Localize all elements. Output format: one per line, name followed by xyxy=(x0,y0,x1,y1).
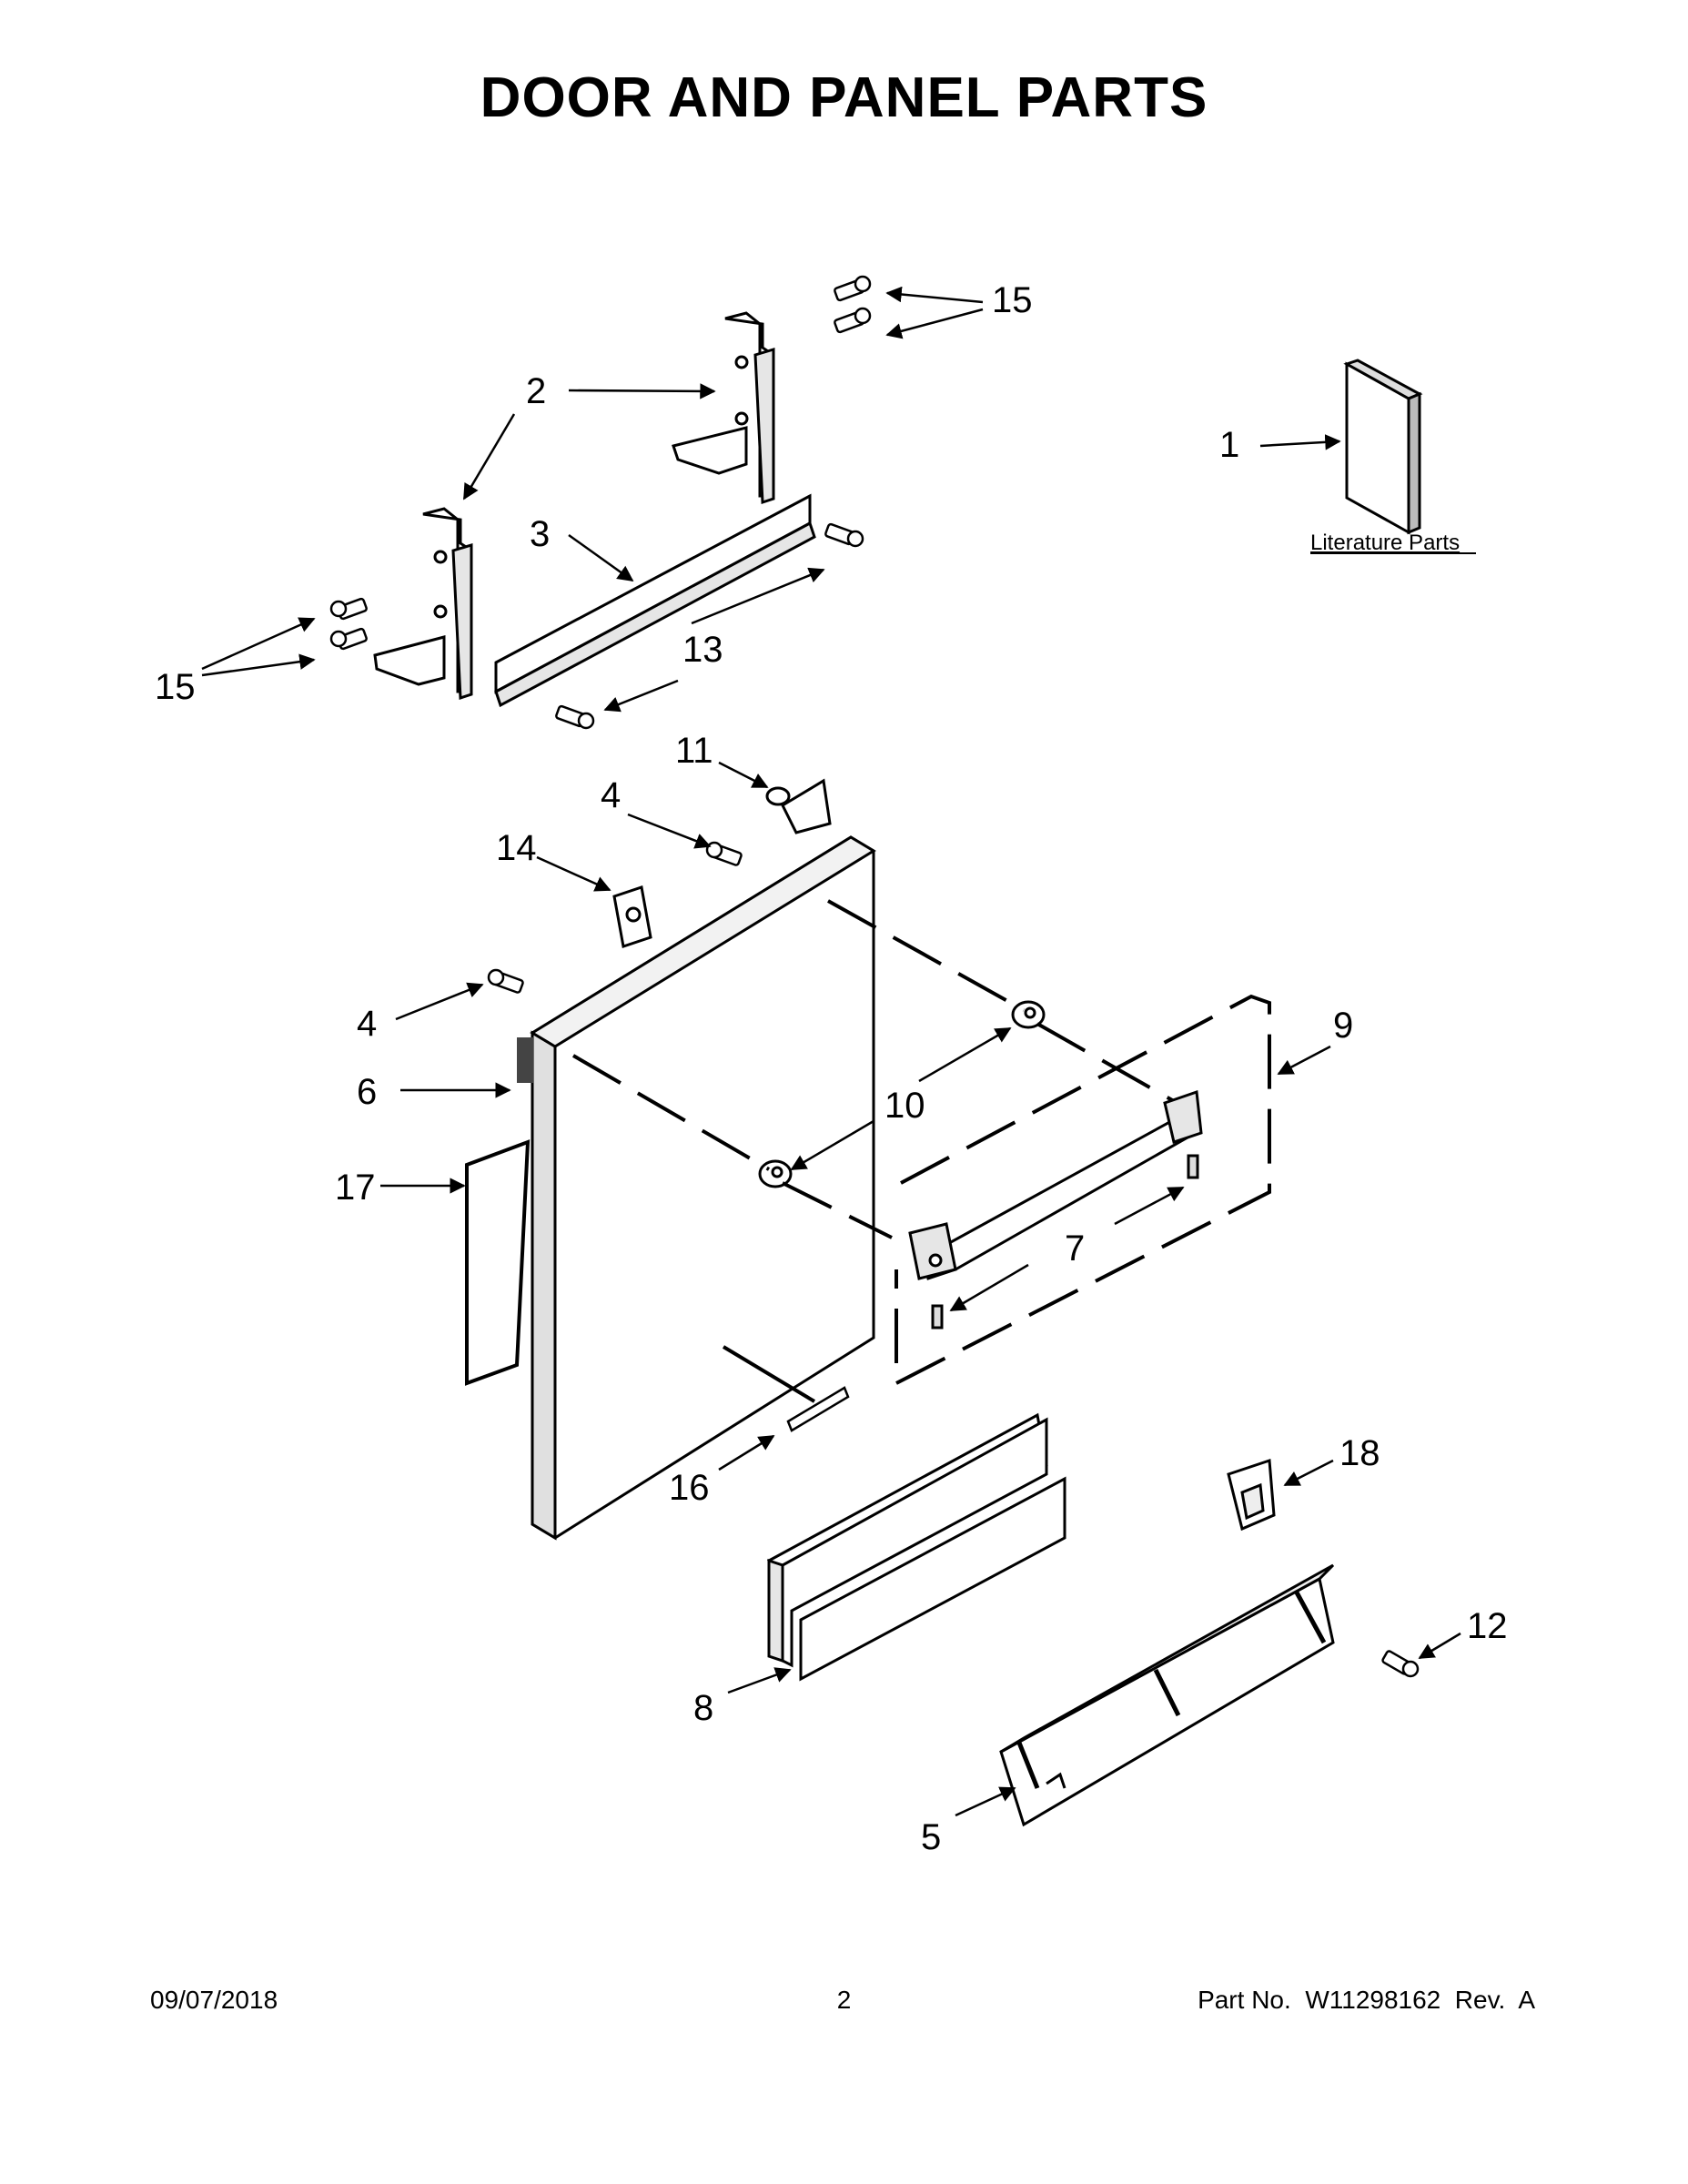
callout-7: 7 xyxy=(1065,1228,1085,1269)
callout-14: 14 xyxy=(496,828,537,868)
callout-10: 10 xyxy=(884,1086,925,1126)
callout-12: 12 xyxy=(1467,1606,1508,1646)
hinge-bracket-left xyxy=(373,507,473,701)
assembly-lines xyxy=(571,899,1271,1387)
callout-16: 16 xyxy=(669,1468,710,1508)
footer-date: 09/07/2018 xyxy=(150,1986,278,2014)
screw-4-top xyxy=(705,841,743,866)
screw-15-top-2 xyxy=(834,307,872,334)
hinge-bracket-right xyxy=(672,311,775,505)
callout-9: 9 xyxy=(1333,1006,1353,1046)
nameplate xyxy=(786,1386,850,1432)
door-gasket xyxy=(465,1139,531,1386)
literature-book xyxy=(1343,359,1423,535)
callout-4: 4 xyxy=(601,775,621,815)
footer-part-number: Part No. W11298162 Rev. A xyxy=(1198,1986,1535,2014)
literature-parts-label: Literature Parts xyxy=(1310,531,1460,555)
screws xyxy=(329,275,1420,1678)
callout-15: 15 xyxy=(992,280,1033,320)
callout-6: 6 xyxy=(357,1072,377,1112)
toe-kick-panel xyxy=(766,1412,1066,1682)
screw-15-left-1 xyxy=(329,597,368,621)
nameplate-line xyxy=(722,1345,816,1403)
callout-4: 4 xyxy=(357,1004,377,1044)
screw-15-left-2 xyxy=(329,627,368,651)
footer-page-number: 2 xyxy=(836,1986,852,2014)
outer-door-panel xyxy=(517,835,876,1541)
callout-1: 1 xyxy=(1219,425,1239,465)
screw-12 xyxy=(1381,1650,1420,1678)
callout-8: 8 xyxy=(693,1688,713,1728)
callout-2: 2 xyxy=(526,371,546,411)
callout-18: 18 xyxy=(1339,1433,1380,1473)
leader-arrows xyxy=(201,286,1461,1817)
callout-15: 15 xyxy=(155,667,196,707)
access-clip xyxy=(1227,1458,1276,1532)
door-handle xyxy=(908,1089,1203,1330)
screw-15-top-1 xyxy=(834,275,872,302)
latch-strike xyxy=(765,778,832,834)
callout-labels: 15 2 1 3 13 15 11 4 14 4 9 6 10 17 7 18 … xyxy=(155,280,1508,1857)
callout-17: 17 xyxy=(335,1168,376,1208)
door-latch xyxy=(612,885,652,948)
callout-3: 3 xyxy=(530,514,550,554)
access-panel xyxy=(999,1563,1335,1827)
page-title: DOOR AND PANEL PARTS xyxy=(480,66,1208,129)
screw-13-left xyxy=(555,704,595,730)
callout-11: 11 xyxy=(675,731,713,771)
callout-5: 5 xyxy=(921,1817,941,1857)
screw-13-right xyxy=(824,522,864,548)
support-rail xyxy=(494,493,816,708)
screw-4-left xyxy=(487,968,524,994)
callout-13: 13 xyxy=(682,630,723,670)
